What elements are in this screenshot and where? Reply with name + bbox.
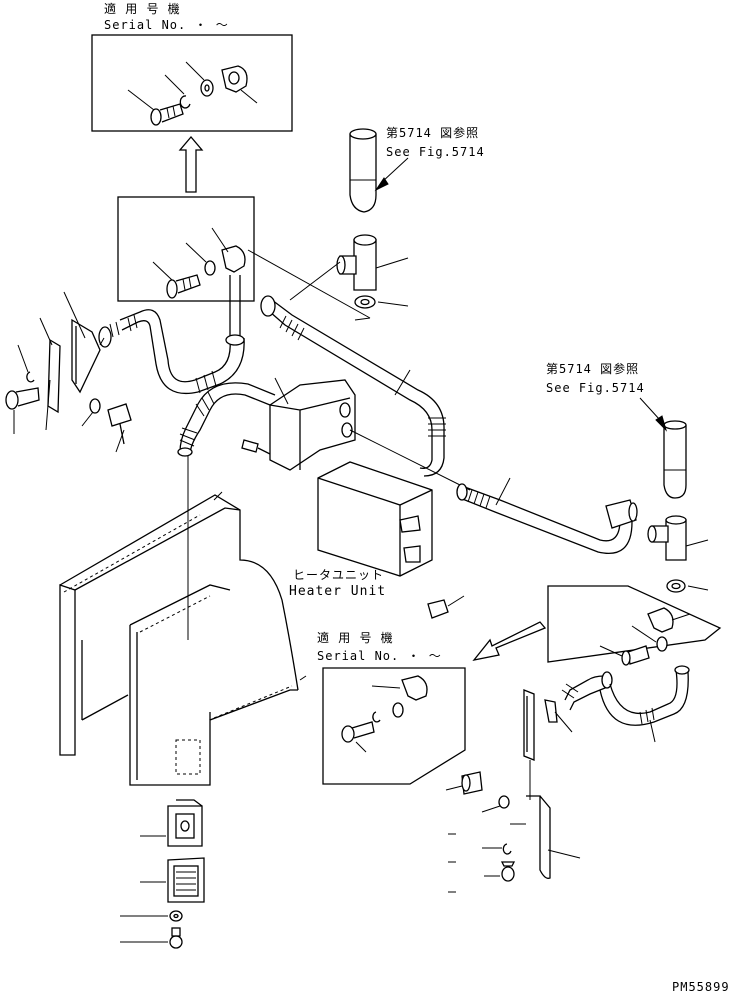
washer-icon xyxy=(200,79,214,97)
heater-housing-upper xyxy=(269,377,356,471)
switch-plate xyxy=(140,799,203,847)
ref-top-jp: 第5714 図参照 xyxy=(386,126,480,140)
bolt-icon xyxy=(150,103,184,126)
hose-heater-right xyxy=(456,477,638,554)
clamp-icon xyxy=(221,245,246,273)
clamp-icon xyxy=(647,607,674,633)
screw-icon xyxy=(484,861,516,882)
drawing-number: PM55899 xyxy=(672,980,730,994)
cab-panel xyxy=(59,491,307,786)
diagonal-arrow xyxy=(472,621,547,661)
top-inset-title-jp: 適 用 号 機 xyxy=(104,2,181,16)
top-inset-serial: Serial No. ・ ～ xyxy=(104,18,229,32)
ref-pipe-top xyxy=(349,128,377,213)
heater-unit-jp: ヒータユニット xyxy=(293,568,385,582)
washer-and-bolt-left xyxy=(81,398,132,453)
bolt-icon xyxy=(166,274,201,299)
mid-inset-serial: Serial No. ・ ～ xyxy=(317,649,442,663)
o-ring-right xyxy=(666,579,709,593)
washer-icon xyxy=(120,910,183,922)
clamp-assembly-right xyxy=(547,585,722,666)
heater-unit-en: Heater Unit xyxy=(289,584,387,599)
clamp-icon xyxy=(401,675,428,701)
washer-icon xyxy=(656,636,668,652)
hose-lower-right xyxy=(544,665,690,743)
spring-washer-icon xyxy=(372,711,381,723)
up-arrow xyxy=(178,135,204,193)
clamp-icon xyxy=(221,65,248,93)
leader-arrow-top xyxy=(374,157,409,192)
small-screw-icon xyxy=(241,439,271,455)
ref-right-en: See Fig.5714 xyxy=(546,381,645,395)
top-inset-box xyxy=(91,34,293,132)
hose-mid-left xyxy=(177,382,276,640)
washer-icon xyxy=(204,260,216,276)
washer-icon xyxy=(481,795,510,813)
tee-fitting-top xyxy=(336,234,409,291)
bolt-icon xyxy=(5,344,40,434)
washer-icon xyxy=(392,702,404,718)
louvre-grille xyxy=(140,857,205,903)
mid-inset-title-jp: 適 用 号 機 xyxy=(317,631,394,645)
heater-unit-box xyxy=(317,461,433,577)
screw-icon xyxy=(120,927,183,949)
spring-washer-icon xyxy=(179,95,191,109)
spring-washer-icon xyxy=(482,843,512,855)
ref-right-jp: 第5714 図参照 xyxy=(546,362,640,376)
label-plate xyxy=(427,595,465,619)
leader-arrow-right xyxy=(639,397,668,432)
lower-inset-box xyxy=(322,667,466,785)
washer-icon xyxy=(89,398,101,414)
bolt-icon xyxy=(445,771,483,795)
bolt-icon xyxy=(621,645,650,666)
clamp-assembly-box xyxy=(117,196,371,321)
ref-top-en: See Fig.5714 xyxy=(386,145,485,159)
tee-fitting-right xyxy=(647,515,709,561)
bolt-icon xyxy=(341,721,375,743)
vent-grille-left xyxy=(39,291,105,431)
vent-grille-right xyxy=(523,689,535,800)
o-ring-top xyxy=(354,295,409,309)
hose-upper-left xyxy=(98,275,245,395)
bracket-right xyxy=(526,795,581,879)
leader-ticks-right xyxy=(448,823,526,893)
ref-pipe-right xyxy=(663,420,687,499)
